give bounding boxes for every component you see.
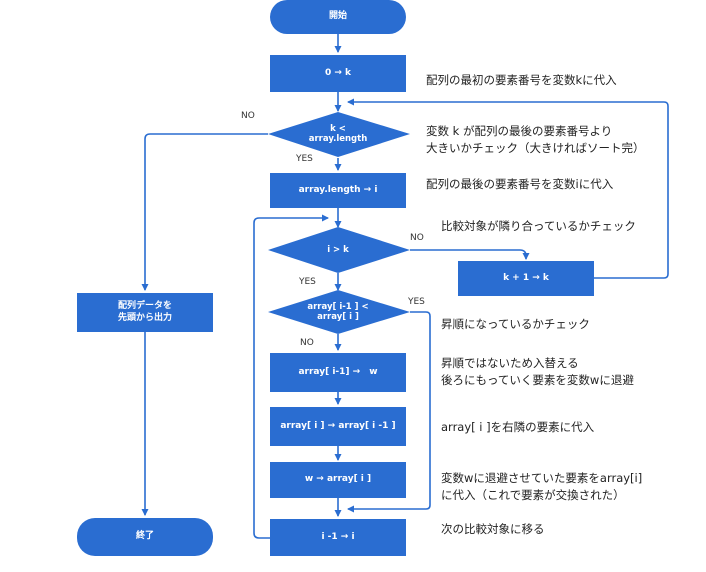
process-swap-step3: w → array[ i ] [270,462,406,498]
end-terminal: 終了 [77,518,213,556]
output-line1: 配列データを [117,301,172,312]
decision-compare-text: array[ i-1 ] < array[ i ] [283,298,393,326]
init-k-label: 0 → k [324,67,352,78]
note-cond-k-line2: 大きいかチェック（大きければソート完） [426,140,645,155]
cond-cmp-line2: array[ i ] [317,312,359,322]
note-init-i: 配列の最後の要素番号を変数iに代入 [426,177,614,191]
dec-i-label: i -1 → i [321,531,355,542]
note-swap1-line1: 昇順ではないため入替える [441,356,579,370]
swap2-label: array[ i ] → array[ i -1 ] [280,420,396,431]
process-output-array: 配列データを 先頭から出力 [77,293,213,332]
end-label: 終了 [135,531,154,542]
note-swap3-line2: に代入（これで要素が交換された） [441,487,625,502]
process-dec-i: i -1 → i [270,519,406,556]
note-swap1-line2: 後ろにもっていく要素を変数wに退避 [441,372,634,387]
cond-cmp-line1: array[ i-1 ] < [307,301,369,312]
label-no-cond-i: NO [410,233,424,243]
process-inc-k: k + 1 → k [458,261,594,296]
inc-k-label: k + 1 → k [503,272,549,283]
edge-cond-i-no [410,249,530,260]
edge-dec-i-loop [253,214,329,539]
label-yes-cond-compare: YES [408,297,425,307]
start-label: 開始 [328,11,347,22]
cond-k-line1: k < [330,123,346,134]
edge-cond-cmp-yes [347,311,431,513]
decision-compare-elements [268,290,410,334]
note-swap3: 変数wに退避させていた要素をarray[i] に代入（これで要素が交換された） [441,470,642,503]
edge-inc-k-loop [347,98,669,279]
decision-i-text: i > k [288,240,388,260]
process-swap-step1: array[ i-1] → w [270,353,406,392]
swap1-label: array[ i-1] → w [298,366,378,377]
label-yes-cond-k: YES [296,154,313,164]
start-terminal: 開始 [270,0,406,34]
decision-k-less-than-length [268,112,410,157]
output-line2: 先頭から出力 [117,312,172,323]
note-dec-i: 次の比較対象に移る [441,522,545,536]
init-i-label: array.length → i [298,184,378,195]
note-cond-k: 変数 k が配列の最後の要素番号より 大きいかチェック（大きければソート完） [426,123,645,156]
note-cond-k-line1: 変数 k が配列の最後の要素番号より [426,124,613,138]
cond-k-line2: array.length [308,134,368,144]
decision-k-text: k < array.length [288,120,388,148]
process-swap-step2: array[ i ] → array[ i -1 ] [270,407,406,446]
label-no-cond-k: NO [241,111,255,121]
note-cond-i: 比較対象が隣り合っているかチェック [441,219,636,233]
process-init-i: array.length → i [270,173,406,208]
note-compare: 昇順になっているかチェック [441,317,590,331]
process-init-k: 0 → k [270,55,406,92]
note-swap3-line1: 変数wに退避させていた要素をarray[i] [441,471,643,485]
note-swap2: array[ i ]を右隣の要素に代入 [441,420,595,434]
note-init-k: 配列の最初の要素番号を変数kに代入 [426,73,617,87]
cond-i-label: i > k [327,244,349,255]
label-yes-cond-i: YES [299,277,316,287]
edge-cond-k-no [141,133,268,291]
label-no-cond-compare: NO [300,338,314,348]
decision-i-greater-than-k [268,227,410,273]
note-swap1: 昇順ではないため入替える 後ろにもっていく要素を変数wに退避 [441,355,634,388]
swap3-label: w → array[ i ] [304,474,372,485]
